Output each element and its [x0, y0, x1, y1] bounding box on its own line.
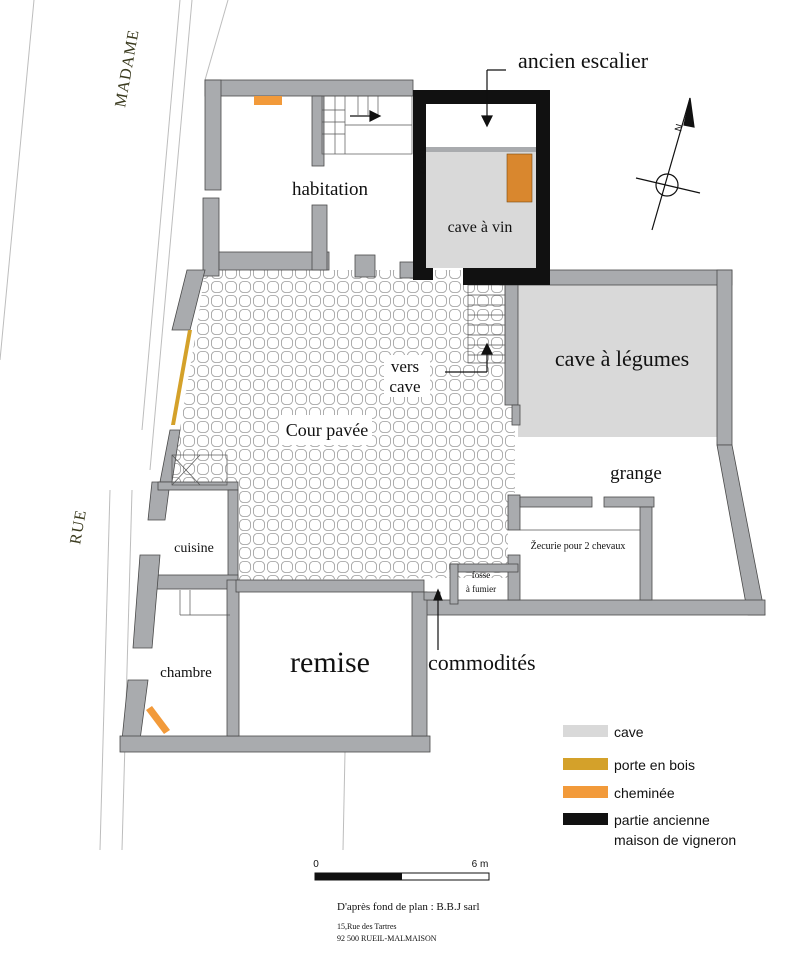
credit-address-2: 92 500 RUEIL-MALMAISON — [337, 934, 437, 943]
stair-lines — [171, 95, 640, 616]
callout-ancien-escalier: ancien escalier — [518, 48, 649, 73]
legend-label-ancienne: partie ancienne maison de vigneron — [614, 812, 736, 848]
label-habitation: habitation — [292, 179, 368, 200]
legend-label-cave: cave — [614, 724, 644, 740]
credit-main: D'après fond de plan : B.B.J sarl — [337, 901, 480, 913]
credit-address-1: 15,Rue des Tartres — [337, 922, 397, 931]
street-name-rue: RUE — [67, 508, 90, 545]
label-cave: cave — [389, 377, 420, 396]
wine-rack — [506, 153, 533, 203]
chimney-chambre — [146, 706, 170, 734]
walls — [119, 79, 766, 753]
street-lines — [0, 0, 346, 851]
label-remise: remise — [290, 646, 370, 679]
scale-start: 0 — [313, 859, 319, 870]
chimney-habitation — [254, 96, 282, 105]
cave-a-legumes-floor — [518, 285, 718, 437]
compass-icon: N — [635, 97, 701, 231]
legend-swatch-porte — [563, 758, 608, 770]
legend: cave porte en bois cheminée partie ancie… — [563, 724, 736, 848]
legend-label-cheminee: cheminée — [614, 785, 675, 801]
legend-label-porte: porte en bois — [614, 757, 695, 773]
wood-door — [171, 330, 192, 425]
label-vers: vers — [391, 357, 419, 376]
scale-end: 6 m — [472, 859, 489, 870]
scale-bar: 0 6 m — [313, 859, 490, 881]
label-cuisine: cuisine — [174, 541, 214, 556]
label-cave-a-legumes: cave à légumes — [555, 346, 689, 371]
label-cour-pavee: Cour pavée — [286, 420, 368, 440]
arrows — [350, 69, 506, 650]
svg-text:N: N — [673, 123, 685, 133]
legend-swatch-ancienne — [563, 813, 608, 825]
legend-swatch-cave — [563, 725, 608, 737]
old-vigneron-house — [413, 90, 550, 285]
street-name-madame: MADAME — [112, 28, 142, 109]
label-chambre: chambre — [160, 665, 212, 681]
label-zevier: Ževier — [416, 148, 428, 175]
callout-commodites: commodités — [428, 650, 536, 675]
label-cave-a-vin: cave à vin — [448, 219, 513, 236]
legend-swatch-cheminee — [563, 786, 608, 798]
label-ecurie: Žecurie pour 2 chevaux — [531, 540, 626, 552]
label-fosse: fosse — [472, 570, 491, 580]
label-grange: grange — [610, 463, 662, 484]
label-a-fumier: à fumier — [466, 584, 496, 594]
